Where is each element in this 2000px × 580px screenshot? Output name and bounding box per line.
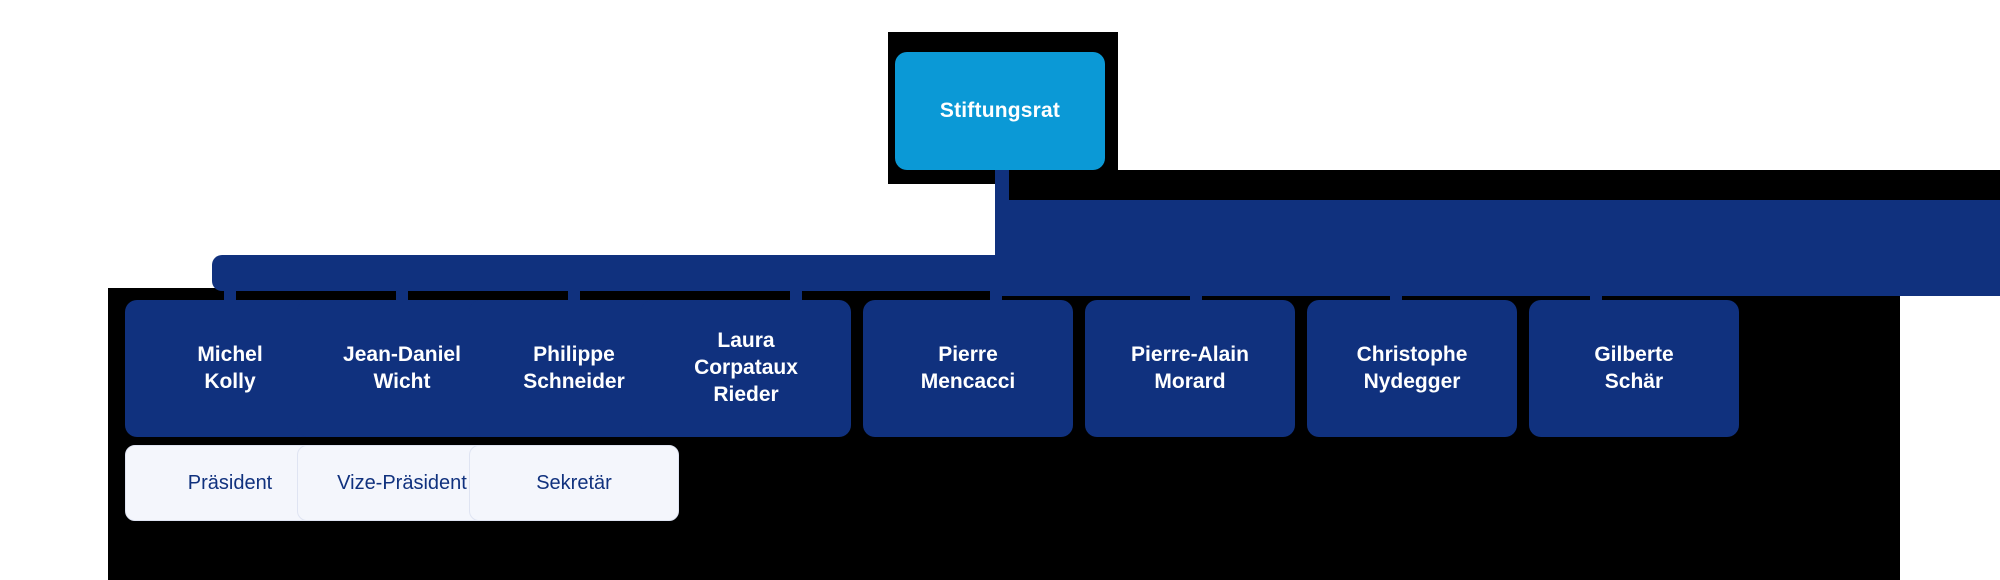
node-role-label: Vize-Präsident xyxy=(337,471,467,494)
node-role-label: Präsident xyxy=(187,471,273,494)
node-role-label: Sekretär xyxy=(536,471,612,494)
node-role-sekretaer[interactable]: Sekretär xyxy=(469,445,679,521)
node-member-label: Gilberte Schär xyxy=(1594,342,1674,393)
node-member-pierre-mencacci[interactable]: Pierre Mencacci xyxy=(863,300,1073,437)
node-member-label: Laura Corpataux Rieder xyxy=(694,329,798,406)
node-member-label: Michel Kolly xyxy=(197,342,263,393)
node-member-label: Christophe Nydegger xyxy=(1356,342,1468,393)
node-member-pierre-alain-morard[interactable]: Pierre-Alain Morard xyxy=(1085,300,1295,437)
node-member-label: Philippe Schneider xyxy=(523,342,625,393)
connector-root-stem xyxy=(995,170,1009,290)
node-member-christophe-nydegger[interactable]: Christophe Nydegger xyxy=(1307,300,1517,437)
node-stiftungsrat[interactable]: Stiftungsrat xyxy=(895,52,1105,170)
node-member-label: Jean-Daniel Wicht xyxy=(343,342,461,393)
node-stiftungsrat-label: Stiftungsrat xyxy=(939,99,1061,122)
node-member-gilberte-schaer[interactable]: Gilberte Schär xyxy=(1529,300,1739,437)
node-member-laura-corpataux-rieder[interactable]: Laura Corpataux Rieder xyxy=(641,300,851,437)
node-member-label: Pierre-Alain Morard xyxy=(1131,342,1249,393)
node-member-label: Pierre Mencacci xyxy=(920,342,1016,393)
connector-horizontal-bus xyxy=(212,255,2000,291)
